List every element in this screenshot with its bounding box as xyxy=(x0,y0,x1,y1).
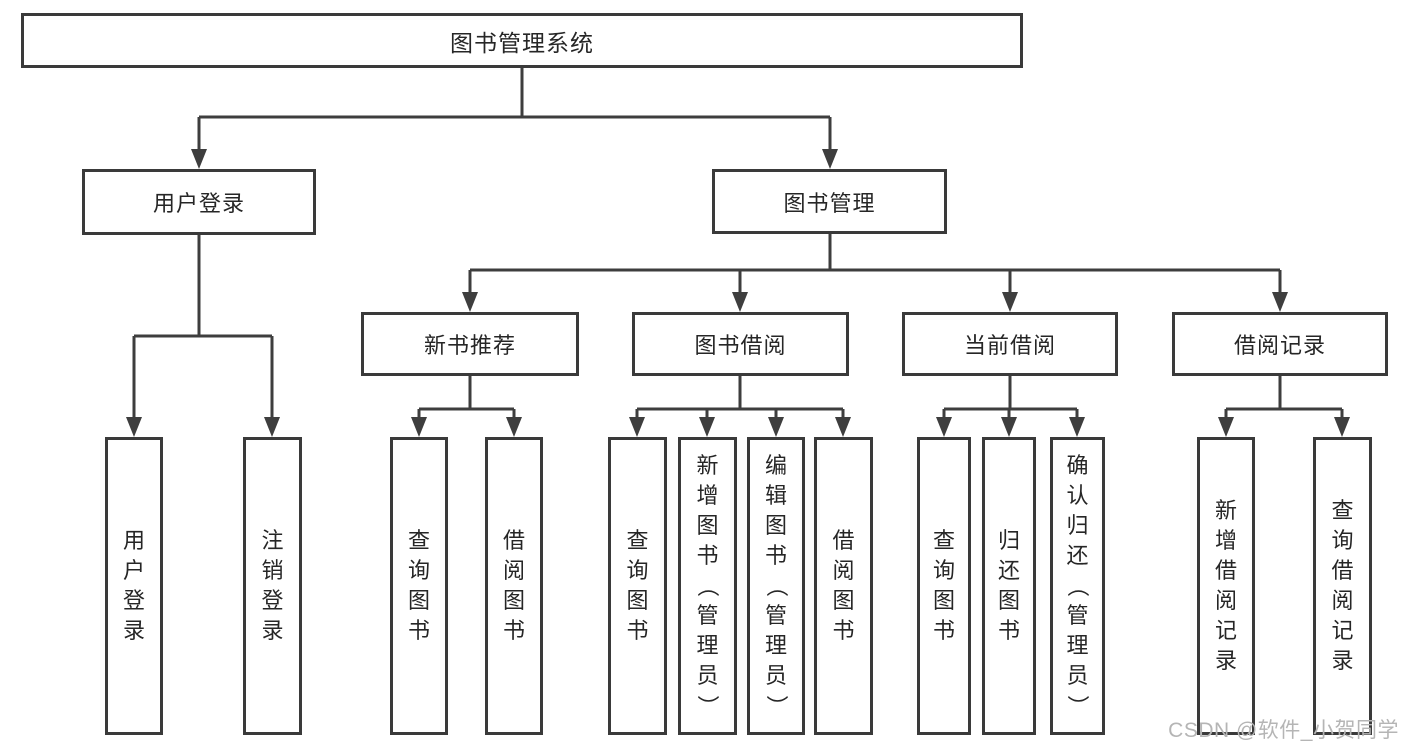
node-book-management: 图书管理 xyxy=(712,169,947,234)
leaf-current-search-books: 查询图书 xyxy=(917,437,971,735)
node-label: 图书管理系统 xyxy=(450,29,594,56)
node-label: 当前借阅 xyxy=(963,333,1056,358)
leaf-user-login: 用户登录 xyxy=(105,437,163,735)
node-current-borrowing: 当前借阅 xyxy=(902,312,1118,376)
leaf-label: 新增借阅记录 xyxy=(1214,498,1237,673)
leaf-recommend-borrow-books: 借阅图书 xyxy=(485,437,543,735)
leaf-borrowing-edit-books-admin: 编辑图书（管理员） xyxy=(747,437,805,735)
node-label: 图书借阅 xyxy=(694,333,787,358)
node-label: 图书管理 xyxy=(783,190,876,216)
connector-new-book-to-leaves xyxy=(411,376,522,437)
node-label: 新书推荐 xyxy=(423,333,516,358)
leaf-current-return-books: 归还图书 xyxy=(982,437,1036,735)
node-user-login: 用户登录 xyxy=(82,169,316,235)
leaf-label: 查询借阅记录 xyxy=(1331,498,1354,673)
connector-current-borrow-to-leaves xyxy=(936,376,1085,437)
connector-book-borrow-to-leaves xyxy=(629,376,851,437)
node-label: 借阅记录 xyxy=(1233,333,1326,358)
leaf-records-search-borrow-record: 查询借阅记录 xyxy=(1313,437,1372,735)
leaf-borrowing-borrow-books: 借阅图书 xyxy=(814,437,873,735)
node-borrowing-records: 借阅记录 xyxy=(1172,312,1388,376)
leaf-borrowing-search-books: 查询图书 xyxy=(608,437,667,735)
leaf-label: 查询图书 xyxy=(407,528,430,643)
leaf-borrowing-add-books-admin: 新增图书（管理员） xyxy=(678,437,737,735)
leaf-recommend-search-books: 查询图书 xyxy=(390,437,448,735)
csdn-watermark: CSDN @软件_小贺同学 xyxy=(1168,719,1399,742)
leaf-label: 查询图书 xyxy=(932,528,955,643)
leaf-label: 编辑图书（管理员） xyxy=(763,453,789,718)
connector-root-to-level2 xyxy=(191,68,838,169)
leaf-label: 查询图书 xyxy=(626,528,649,643)
connector-book-mgmt-to-level3 xyxy=(462,234,1288,312)
leaf-label: 借阅图书 xyxy=(832,528,855,643)
leaf-label: 注销登录 xyxy=(261,528,284,643)
leaf-logout: 注销登录 xyxy=(243,437,302,735)
node-library-management-system: 图书管理系统 xyxy=(21,13,1023,68)
node-label: 用户登录 xyxy=(152,191,245,216)
leaf-label: 归还图书 xyxy=(997,528,1020,643)
leaf-current-confirm-return-admin: 确认归还（管理员） xyxy=(1050,437,1105,735)
node-book-borrowing: 图书借阅 xyxy=(632,312,849,376)
leaf-label: 新增图书（管理员） xyxy=(695,453,721,718)
leaf-label: 确认归还（管理员） xyxy=(1065,453,1091,718)
connector-user-login-to-leaves xyxy=(126,235,280,437)
connector-borrow-records-to-leaves xyxy=(1218,376,1350,437)
leaf-label: 借阅图书 xyxy=(502,528,525,643)
leaf-label: 用户登录 xyxy=(122,528,145,643)
node-new-book-recommendation: 新书推荐 xyxy=(361,312,579,376)
leaf-records-add-borrow-record: 新增借阅记录 xyxy=(1197,437,1255,735)
